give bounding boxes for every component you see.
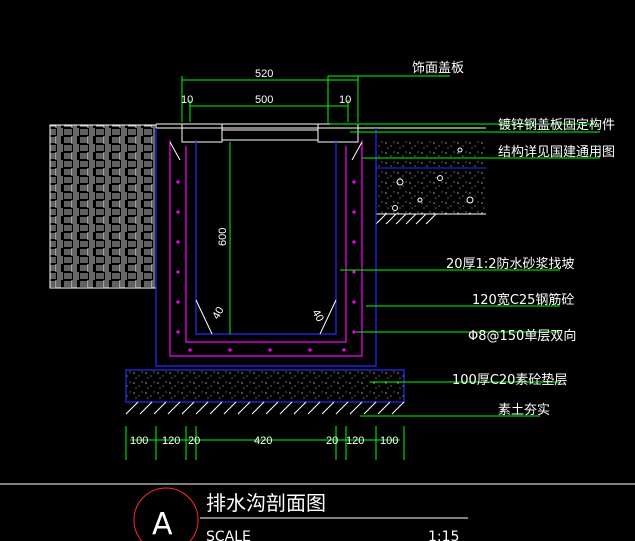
dim-bottom-4: 420 xyxy=(254,435,272,447)
label-waterproof-mortar: 20厚1:2防水砂浆找坡 xyxy=(446,256,574,272)
label-galv-fixing: 镀锌钢盖板固定构件 xyxy=(498,117,615,133)
label-structure-ref: 结构详见国建通用图 xyxy=(498,145,615,160)
scale-label: SCALE xyxy=(206,529,251,541)
title-text: 排水沟剖面图 xyxy=(206,491,326,515)
dim-top-right-edge: 10 xyxy=(339,94,351,106)
base-layers xyxy=(125,369,405,415)
dim-bottom-3: 20 xyxy=(188,435,200,447)
dim-bottom-2: 120 xyxy=(162,435,180,447)
scale-value: 1:15 xyxy=(428,529,459,541)
dim-fillet-right: 40 xyxy=(309,308,326,325)
dim-bottom-5: 20 xyxy=(326,435,338,447)
rebar-dots xyxy=(176,180,356,352)
dim-top-inner: 500 xyxy=(255,94,273,106)
right-soil-layers xyxy=(375,140,486,225)
label-rc-wall: 120宽C25钢筋砼 xyxy=(472,292,574,308)
label-compacted-soil: 素土夯实 xyxy=(498,403,550,418)
dim-bottom-7: 100 xyxy=(380,435,398,447)
leader-lines xyxy=(327,75,600,417)
dim-bottom-1: 100 xyxy=(130,435,148,447)
title-circle xyxy=(133,487,199,541)
left-paving-hatch xyxy=(49,124,157,289)
dim-top-total: 520 xyxy=(255,68,273,80)
dim-top-left-edge: 10 xyxy=(181,94,193,106)
channel-concrete xyxy=(155,128,377,367)
label-cover-plate: 饰面盖板 xyxy=(412,61,464,76)
title-block: A 排水沟剖面图 SCALE 1:15 xyxy=(0,483,635,541)
title-symbol: A xyxy=(152,507,173,541)
label-base-concrete: 100厚C20素砼垫层 xyxy=(452,372,567,388)
dim-bottom-6: 120 xyxy=(346,435,364,447)
top-cover-assembly xyxy=(156,123,486,143)
dim-fillet-left: 40 xyxy=(210,305,227,322)
dim-depth: 600 xyxy=(217,228,229,246)
dimension-lines xyxy=(125,76,405,460)
label-rebar: Φ8@150单层双向 xyxy=(468,328,576,344)
